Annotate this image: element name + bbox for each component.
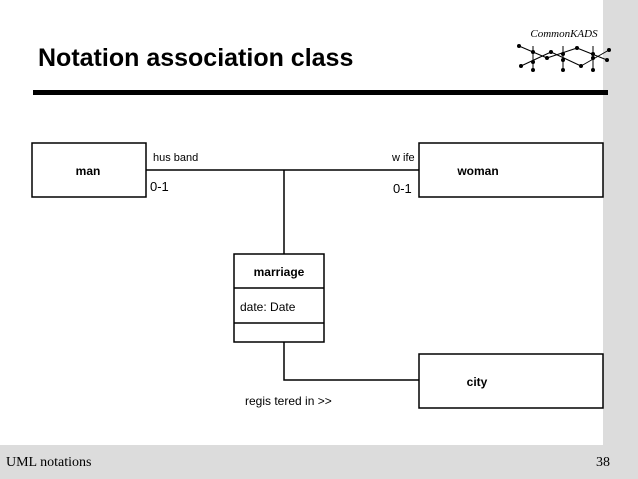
slide-title: Notation association class xyxy=(38,44,354,72)
registered-in-link xyxy=(283,342,419,381)
marriage-attribute: date: Date xyxy=(240,300,296,314)
class-city-box xyxy=(418,353,604,409)
class-marriage-box xyxy=(233,253,325,343)
role-husband-label: hus band xyxy=(153,152,198,164)
class-man-box xyxy=(31,142,147,198)
multiplicity-right: 0-1 xyxy=(393,181,412,196)
page-number: 38 xyxy=(596,455,610,470)
right-margin-bar xyxy=(603,0,638,445)
title-underline xyxy=(33,90,608,95)
class-man-name: man xyxy=(76,164,101,178)
class-city-name: city xyxy=(467,375,488,389)
commonkads-logo: CommonKADS xyxy=(517,28,611,74)
class-woman-box xyxy=(418,142,604,198)
footer-bar xyxy=(0,445,638,479)
class-woman-name: woman xyxy=(456,164,498,178)
logo-text: CommonKADS xyxy=(530,28,598,40)
role-wife-label: w ife xyxy=(391,152,415,164)
registered-in-label: regis tered in >> xyxy=(245,394,332,408)
multiplicity-left: 0-1 xyxy=(150,179,169,194)
footer-label: UML notations xyxy=(6,455,92,470)
logo-mark-icon xyxy=(517,44,611,72)
class-marriage-name: marriage xyxy=(254,265,305,279)
